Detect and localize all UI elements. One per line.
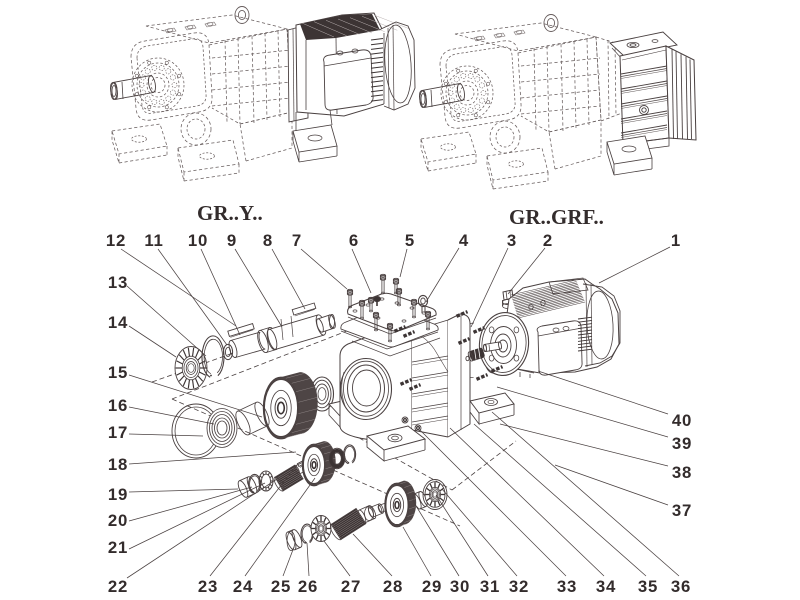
svg-text:17: 17 — [108, 423, 128, 442]
svg-text:26: 26 — [298, 577, 318, 596]
svg-text:29: 29 — [422, 577, 442, 596]
svg-text:20: 20 — [108, 511, 128, 530]
svg-text:30: 30 — [450, 577, 470, 596]
svg-text:33: 33 — [557, 577, 577, 596]
svg-text:GR..Y..: GR..Y.. — [197, 201, 263, 225]
svg-text:32: 32 — [509, 577, 529, 596]
svg-text:10: 10 — [188, 231, 208, 250]
svg-text:39: 39 — [672, 434, 692, 453]
svg-text:15: 15 — [108, 363, 128, 382]
svg-text:37: 37 — [672, 501, 692, 520]
svg-text:2: 2 — [543, 231, 553, 250]
svg-text:19: 19 — [108, 485, 128, 504]
svg-text:3: 3 — [507, 231, 517, 250]
svg-text:22: 22 — [108, 577, 128, 596]
svg-text:31: 31 — [480, 577, 500, 596]
svg-text:5: 5 — [405, 231, 415, 250]
svg-text:27: 27 — [341, 577, 361, 596]
svg-text:4: 4 — [459, 231, 469, 250]
svg-text:9: 9 — [227, 231, 237, 250]
svg-text:36: 36 — [671, 577, 691, 596]
svg-text:24: 24 — [233, 577, 253, 596]
svg-text:21: 21 — [108, 538, 128, 557]
svg-text:1: 1 — [671, 231, 681, 250]
svg-text:28: 28 — [383, 577, 403, 596]
svg-text:6: 6 — [349, 231, 359, 250]
svg-text:14: 14 — [108, 313, 128, 332]
svg-text:8: 8 — [263, 231, 273, 250]
svg-text:35: 35 — [638, 577, 658, 596]
svg-text:16: 16 — [108, 396, 128, 415]
svg-text:11: 11 — [144, 231, 163, 250]
svg-text:7: 7 — [292, 231, 302, 250]
svg-text:GR..GRF..: GR..GRF.. — [509, 205, 604, 229]
svg-text:18: 18 — [108, 455, 128, 474]
svg-text:40: 40 — [672, 411, 692, 430]
svg-text:34: 34 — [596, 577, 616, 596]
svg-text:23: 23 — [198, 577, 218, 596]
svg-text:38: 38 — [672, 463, 692, 482]
svg-text:13: 13 — [108, 273, 128, 292]
svg-text:25: 25 — [271, 577, 291, 596]
svg-text:12: 12 — [106, 231, 126, 250]
